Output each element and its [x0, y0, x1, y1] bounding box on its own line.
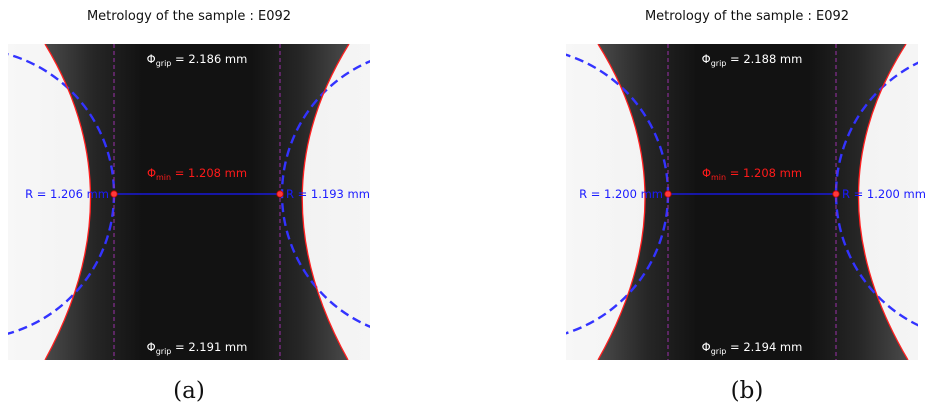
panel-b: Metrology of the sample : E092	[566, 0, 928, 409]
left-measured-edge	[44, 44, 92, 360]
specimen-silhouette	[598, 44, 908, 360]
left-measured-edge	[597, 44, 646, 360]
left-radius-label: R = 1.206 mm	[25, 187, 109, 201]
right-min-marker	[276, 190, 284, 198]
metrology-image: Φgrip = 2.188 mm Φmin = 1.208 mm R = 1.2…	[566, 44, 928, 360]
left-min-marker	[110, 190, 118, 198]
right-measured-edge	[301, 44, 350, 360]
panel-a: Metrology of the sample : E092	[8, 0, 370, 409]
min-diameter-label: Φmin = 1.208 mm	[702, 166, 802, 182]
bottom-grip-label: Φgrip = 2.191 mm	[147, 340, 248, 356]
top-grip-label: Φgrip = 2.188 mm	[702, 52, 803, 68]
metrology-image: Φgrip = 2.186 mm Φmin = 1.208 mm R = 1.2…	[8, 44, 370, 360]
metrology-figure: Φgrip = 2.188 mm Φmin = 1.208 mm R = 1.2…	[566, 44, 926, 360]
bottom-grip-label: Φgrip = 2.194 mm	[702, 340, 803, 356]
panel-title: Metrology of the sample : E092	[86, 9, 292, 24]
specimen-silhouette	[45, 44, 349, 360]
right-measured-edge	[857, 44, 909, 360]
right-min-marker	[832, 190, 840, 198]
panel-title: Metrology of the sample : E092	[644, 9, 850, 24]
panel-caption: (a)	[173, 378, 205, 404]
left-min-marker	[664, 190, 672, 198]
min-diameter-label: Φmin = 1.208 mm	[147, 166, 247, 182]
top-grip-label: Φgrip = 2.186 mm	[147, 52, 248, 68]
left-radius-label: R = 1.200 mm	[579, 187, 663, 201]
right-radius-label: R = 1.200 mm	[842, 187, 926, 201]
metrology-figure: Φgrip = 2.186 mm Φmin = 1.208 mm R = 1.2…	[8, 44, 370, 360]
panel-caption: (b)	[730, 378, 764, 404]
right-radius-label: R = 1.193 mm	[286, 187, 370, 201]
